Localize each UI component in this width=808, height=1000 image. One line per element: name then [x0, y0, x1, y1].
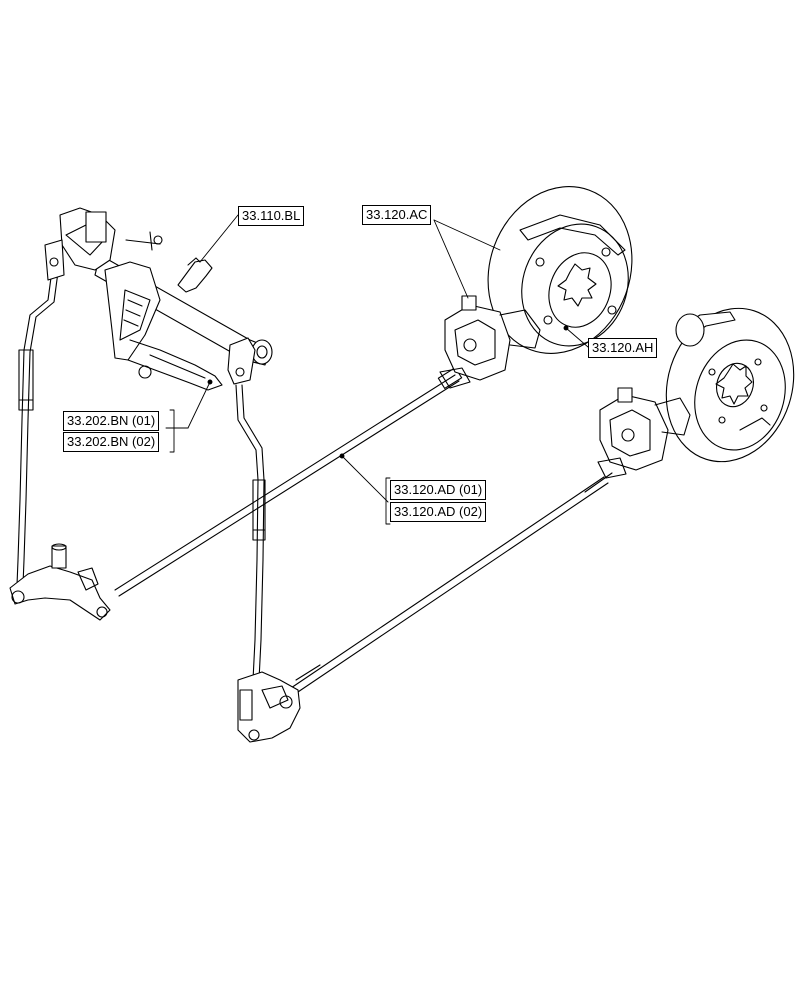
callout-33-110-bl[interactable]: 33.110.BL: [238, 206, 305, 226]
callout-33-120-ac[interactable]: 33.120.AC: [362, 205, 432, 225]
brake-drum-right: [665, 307, 795, 463]
callout-33-120-ah[interactable]: 33.120.AH: [588, 338, 658, 358]
callout-33-202-bn-02[interactable]: 33.202.BN (02): [63, 432, 160, 452]
callout-33-120-ad-02[interactable]: 33.120.AD (02): [390, 502, 487, 522]
brake-actuator-upper: [439, 295, 541, 389]
lower-middle-linkage: [237, 671, 301, 743]
long-rod-lower: [287, 472, 613, 697]
lower-left-linkage: [9, 543, 111, 621]
callout-33-202-bn-01[interactable]: 33.202.BN (01): [63, 411, 160, 431]
callout-brackets: [169, 409, 391, 525]
leader-lines: [165, 214, 589, 503]
brake-actuator-right: [597, 387, 691, 479]
long-rod-upper: [114, 367, 463, 597]
left-vertical-rod: [16, 269, 59, 586]
brake-drum-upper: [487, 186, 633, 354]
middle-vertical-rod: [235, 384, 266, 681]
callout-33-120-ad-01[interactable]: 33.120.AD (01): [390, 480, 487, 500]
lever-shaft-assembly: [44, 207, 273, 391]
